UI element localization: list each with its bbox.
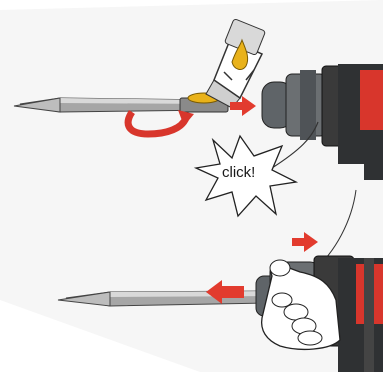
click-callout-text: click! [222,164,255,181]
